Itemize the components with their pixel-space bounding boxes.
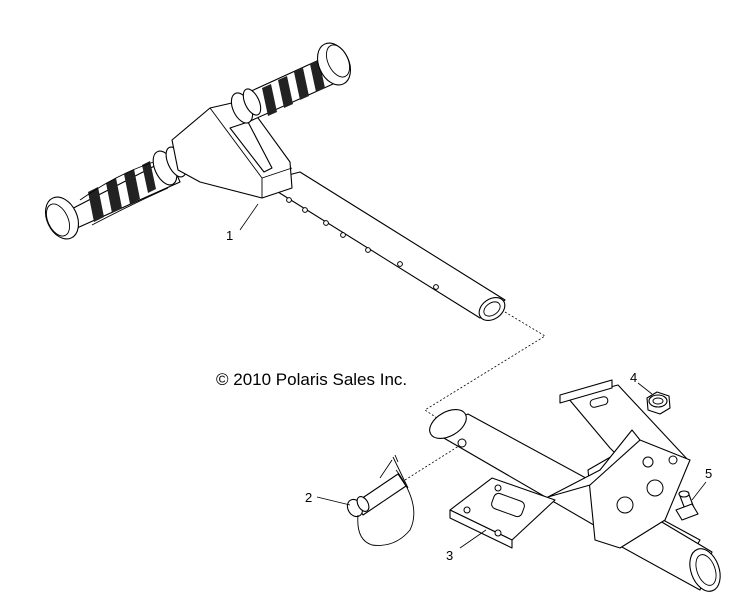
callout-4: 4 — [630, 370, 637, 385]
t-handle-part — [44, 42, 506, 322]
callout-2: 2 — [305, 490, 312, 505]
copyright-notice: © 2010 Polaris Sales Inc. — [216, 370, 407, 389]
leader-5 — [691, 481, 707, 501]
hitch-pin-part — [346, 454, 415, 546]
left-grip-ribs — [88, 161, 156, 222]
leader-3 — [459, 529, 487, 549]
bolt-part — [675, 490, 699, 521]
callout-5: 5 — [705, 466, 712, 481]
leader-1 — [239, 203, 259, 231]
right-grip-ribs — [262, 60, 325, 116]
nut-part — [646, 391, 671, 415]
callout-1: 1 — [226, 228, 233, 243]
assembly-line-2 — [404, 443, 463, 481]
leader-2 — [316, 496, 351, 506]
hitch-bracket-part — [429, 379, 721, 592]
assembly-line-1 — [424, 311, 546, 421]
leader-4 — [637, 382, 653, 395]
callout-3: 3 — [446, 548, 453, 563]
